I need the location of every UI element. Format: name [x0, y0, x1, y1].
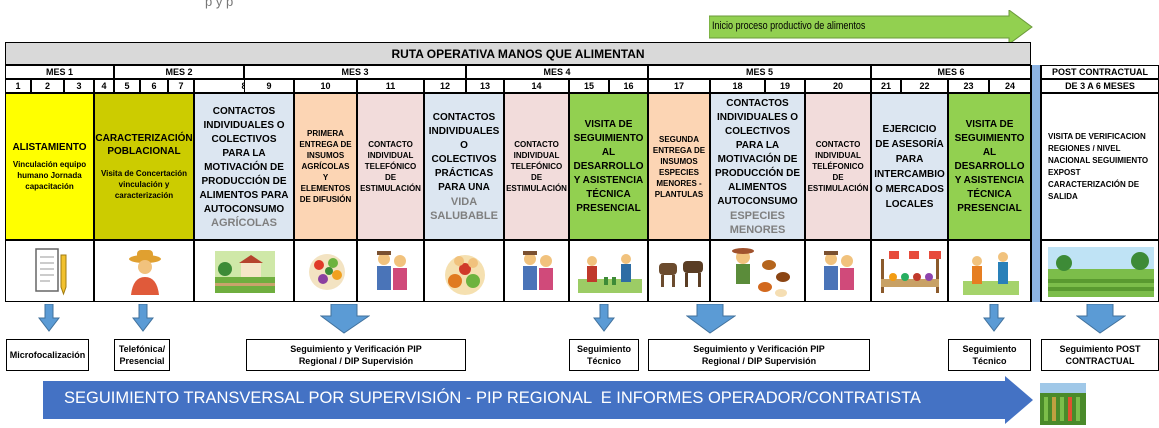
- week-9: 9: [244, 79, 294, 93]
- activity-contactos-especies: CONTACTOS INDIVIDUALES O COLECTIVOS PARA…: [710, 93, 805, 240]
- month-4: MES 4: [466, 65, 648, 79]
- image-cell-5: [357, 240, 424, 302]
- week-17: 17: [648, 79, 710, 93]
- week-4: 4: [94, 79, 114, 93]
- week-7: 7: [168, 79, 194, 93]
- week-1: 1: [5, 79, 31, 93]
- post-divider: [1031, 65, 1041, 302]
- image-cell-8: [569, 240, 648, 302]
- image-cell-12: [871, 240, 948, 302]
- image-cell-1: [5, 240, 94, 302]
- transversal-arrow: [43, 376, 1033, 424]
- followup-telefonica-presencial: Telefónica/ Presencial: [114, 339, 170, 371]
- market-stall-icon: [879, 251, 941, 293]
- poultry-farmer-icon: [732, 248, 790, 297]
- week-16: 16: [609, 79, 648, 93]
- activity-contacto-telefonico-3: CONTACTO INDIVIDUAL TELÉFONICO DE ESTIMU…: [805, 93, 871, 240]
- image-cell-9: [648, 240, 710, 302]
- month-5: MES 5: [648, 65, 871, 79]
- activity-post-verificacion: VISITA DE VERIFICACION REGIONES / NIVEL …: [1041, 93, 1159, 240]
- followup-seguimiento-verificacion-2: Seguimiento y Verificación PIP Regional …: [648, 339, 870, 371]
- activity-primera-entrega: PRIMERA ENTREGA DE INSUMOS AGRÍCOLAS Y E…: [294, 93, 357, 240]
- week-23: 23: [948, 79, 989, 93]
- process-start-label: Inicio proceso productivo de alimentos: [712, 20, 866, 32]
- document-pencil-icon: [35, 248, 67, 296]
- down-arrow-7: [1076, 304, 1126, 334]
- goats-icon: [659, 261, 703, 287]
- image-cell-7: [504, 240, 569, 302]
- week-5: 5: [114, 79, 140, 93]
- week-20: 20: [805, 79, 871, 93]
- vegetables-icon: [309, 254, 345, 290]
- harvest-icon: [445, 255, 485, 295]
- month-6: MES 6: [871, 65, 1031, 79]
- month-3: MES 3: [244, 65, 466, 79]
- post-contract-header: POST CONTRACTUAL: [1041, 65, 1159, 79]
- week-3: 3: [64, 79, 94, 93]
- down-arrow-5: [686, 304, 736, 334]
- couple-icon: [523, 251, 553, 290]
- crops-icon: [1040, 383, 1086, 425]
- couple-icon: [824, 251, 854, 290]
- week-18: 18: [710, 79, 765, 93]
- week-24: 24: [989, 79, 1031, 93]
- activity-visita-seguimiento-1: VISITA DE SEGUIMIENTO AL DESARROLLO Y AS…: [569, 93, 648, 240]
- week-15: 15: [569, 79, 609, 93]
- image-cell-11: [805, 240, 871, 302]
- image-cell-10: [710, 240, 805, 302]
- image-cell-post: [1041, 240, 1159, 302]
- activity-segunda-entrega: SEGUNDA ENTREGA DE INSUMOS ESPECIES MENO…: [648, 93, 710, 240]
- image-cell-13: [948, 240, 1031, 302]
- top-cut-text: p y p: [205, 0, 234, 9]
- activity-ejercicio-asesoria: EJERCICIO DE ASESORÍA PARA INTERCAMBIO O…: [871, 93, 948, 240]
- week-19: 19: [765, 79, 805, 93]
- followup-seguimiento-post: Seguimiento POST CONTRACTUAL: [1041, 339, 1159, 371]
- activity-alistamiento: ALISTAMIENTO Vinculación equipo humano J…: [5, 93, 94, 240]
- week-10: 10: [294, 79, 357, 93]
- process-start-arrow: [709, 10, 1033, 44]
- activity-visita-seguimiento-2: VISITA DE SEGUIMIENTO AL DESARROLLO Y AS…: [948, 93, 1031, 240]
- transversal-arrow-label: SEGUIMIENTO TRANSVERSAL POR SUPERVISIÓN …: [64, 389, 921, 407]
- image-cell-6: [424, 240, 504, 302]
- month-2: MES 2: [114, 65, 244, 79]
- down-arrow-4: [593, 304, 615, 332]
- farmers-field-icon: [963, 252, 1019, 295]
- week-22: 22: [901, 79, 948, 93]
- followup-seguimiento-tecnico-2: Seguimiento Técnico: [948, 339, 1031, 371]
- activity-contacto-telefonico-1: CONTACTO INDIVIDUAL TELEFÓNICO DE ESTIMU…: [357, 93, 424, 240]
- week-11: 11: [357, 79, 424, 93]
- page-title: RUTA OPERATIVA MANOS QUE ALIMENTAN: [5, 42, 1031, 65]
- image-cell-3: [194, 240, 294, 302]
- activity-contactos-practicas: CONTACTOS INDIVIDUALES O COLECTIVOS PRÁC…: [424, 93, 504, 240]
- down-arrow-6: [983, 304, 1005, 332]
- garden-workers-icon: [578, 254, 642, 293]
- activity-caracterizacion: CARACTERIZACIÓN POBLACIONAL Visita de Co…: [94, 93, 194, 240]
- followup-seguimiento-verificacion-1: Seguimiento y Verificación PIP Regional …: [246, 339, 466, 371]
- farmer-icon: [129, 250, 161, 295]
- month-1: MES 1: [5, 65, 114, 79]
- week-2: 2: [31, 79, 64, 93]
- down-arrow-3: [320, 304, 370, 334]
- image-cell-4: [294, 240, 357, 302]
- followup-microfocalizacion: Microfocalización: [6, 339, 89, 371]
- activity-contacto-telefonico-2: CONTACTO INDIVIDUAL TELEFÓNICO DE ESTIMU…: [504, 93, 569, 240]
- couple-icon: [377, 251, 407, 290]
- week-12: 12: [424, 79, 466, 93]
- down-arrow-2: [132, 304, 154, 332]
- image-cell-2: [94, 240, 194, 302]
- farm-icon: [215, 251, 275, 293]
- farm-landscape-icon: [1048, 247, 1154, 297]
- post-contract-range: DE 3 A 6 MESES: [1041, 79, 1159, 93]
- followup-seguimiento-tecnico-1: Seguimiento Técnico: [569, 339, 639, 371]
- week-21: 21: [871, 79, 901, 93]
- week-13: 13: [466, 79, 504, 93]
- week-6: 6: [140, 79, 168, 93]
- down-arrow-1: [38, 304, 60, 332]
- week-14: 14: [504, 79, 569, 93]
- activity-contactos-agricolas: CONTACTOS INDIVIDUALES O COLECTIVOS PARA…: [194, 93, 294, 240]
